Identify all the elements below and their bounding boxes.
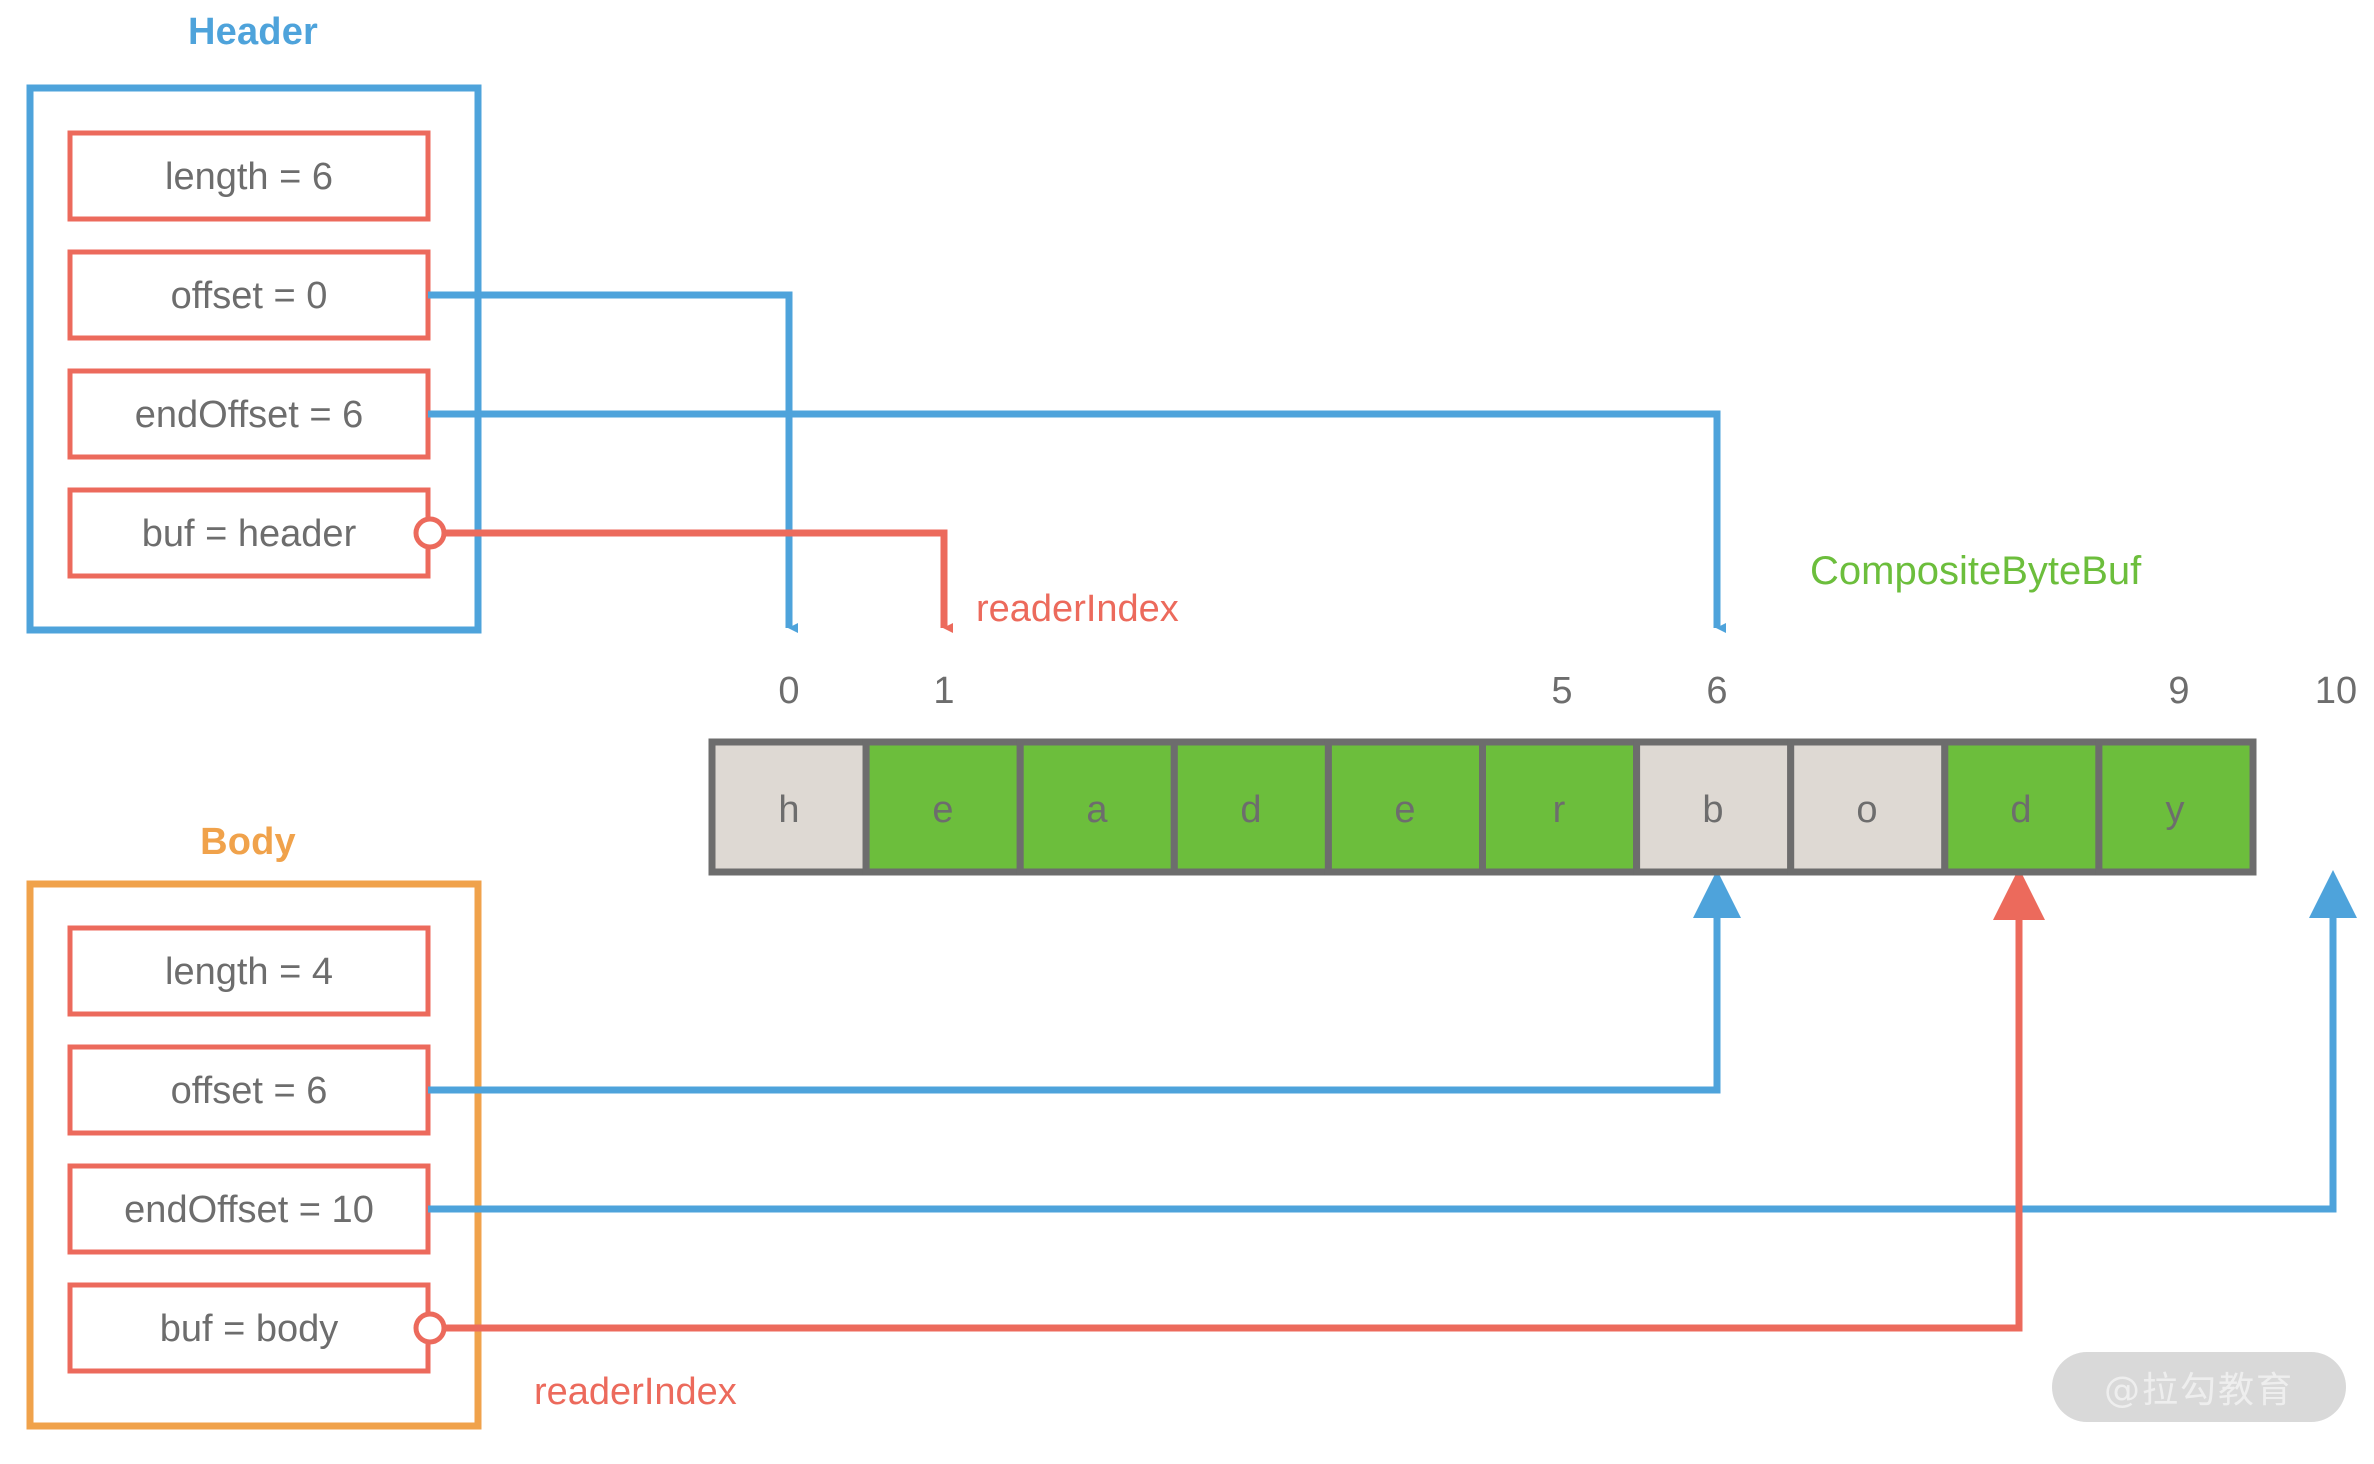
byte-cell-4-char: e	[1394, 789, 1415, 831]
header-field-length: length = 6	[67, 130, 431, 222]
body-field-offset: offset = 6	[67, 1044, 431, 1136]
body-group: Body length = 4 offset = 6 endOffset = 1…	[26, 821, 482, 1430]
body-field-endoffset-label: endOffset = 10	[124, 1189, 374, 1231]
byte-cell[interactable]: h	[708, 738, 870, 876]
header-group-box	[26, 84, 482, 634]
body-group-title: Body	[200, 821, 296, 863]
connector-header-readerindex	[446, 529, 953, 633]
header-field-offset: offset = 0	[67, 249, 431, 341]
connector-header-endoffset	[428, 410, 1726, 633]
connector-body-readerindex-arrowhead	[1993, 868, 2045, 920]
header-field-length-label: length = 6	[165, 156, 333, 198]
connector-body-endoffset	[428, 885, 2337, 1213]
byte-cell[interactable]: e	[1324, 738, 1487, 876]
header-field-endoffset: endOffset = 6	[67, 368, 431, 460]
byte-cell-6-char: b	[1702, 789, 1723, 831]
connector-body-offset-arrowhead	[1693, 870, 1741, 918]
body-field-offset-label: offset = 6	[171, 1070, 328, 1112]
body-field-endoffset: endOffset = 10	[67, 1163, 431, 1255]
index-label-1: 1	[933, 670, 954, 712]
body-field-buf: buf = body	[67, 1282, 447, 1374]
byte-cell-8-char: d	[2010, 789, 2031, 831]
header-group: Header length = 6 offset = 0 endOffset =…	[26, 11, 482, 634]
byte-cell[interactable]: a	[1016, 738, 1178, 876]
byte-cell-0-char: h	[778, 789, 799, 831]
byte-cell-1-box[interactable]	[862, 738, 1024, 876]
byte-cell-7-char: o	[1856, 789, 1877, 831]
byte-cell-3-box[interactable]	[1170, 738, 1332, 876]
connector-body-offset	[428, 885, 1721, 1094]
byte-cell-5-char: r	[1553, 789, 1566, 831]
body-field-length-box	[67, 925, 431, 1017]
byte-cell-8-box[interactable]	[1941, 738, 2103, 876]
header-buf-connector-dot	[413, 516, 447, 550]
byte-cell-9-char: y	[2166, 789, 2185, 831]
byte-cell-2-char: a	[1086, 789, 1108, 831]
connector-body-readerindex	[446, 885, 2023, 1332]
byte-cell[interactable]: b	[1633, 738, 1795, 876]
byte-cell-7-box[interactable]	[1787, 738, 1949, 876]
byte-cell-6-box[interactable]	[1633, 738, 1795, 876]
body-field-buf-box	[67, 1282, 431, 1374]
body-field-length-label: length = 4	[165, 951, 333, 993]
byte-cell[interactable]: d	[1941, 738, 2103, 876]
byte-cell[interactable]: r	[1479, 738, 1641, 876]
body-field-length: length = 4	[67, 925, 431, 1017]
byte-cell-3-char: d	[1240, 789, 1261, 831]
reader-index-bottom-label: readerIndex	[534, 1371, 737, 1413]
byte-cell[interactable]: e	[862, 738, 1024, 876]
byte-cell[interactable]: d	[1170, 738, 1332, 876]
body-buf-connector-dot	[413, 1311, 447, 1345]
byte-buffer-strip: h e a d e r b	[708, 738, 2257, 876]
header-field-endoffset-label: endOffset = 6	[135, 394, 364, 436]
byte-cell-4-box[interactable]	[1324, 738, 1487, 876]
body-field-buf-label: buf = body	[160, 1308, 339, 1350]
index-label-9: 9	[2168, 670, 2189, 712]
byte-cell-1-char: e	[932, 789, 953, 831]
byte-cell[interactable]: o	[1787, 738, 1949, 876]
header-field-buf: buf = header	[67, 487, 447, 579]
byte-cell-9-box[interactable]	[2095, 738, 2257, 876]
byte-cell[interactable]: y	[2095, 738, 2257, 876]
header-field-offset-label: offset = 0	[171, 275, 328, 317]
index-label-0: 0	[778, 670, 799, 712]
header-field-length-box	[67, 130, 431, 222]
body-field-endoffset-box	[67, 1163, 431, 1255]
byte-cell-5-box[interactable]	[1479, 738, 1641, 876]
watermark: @拉勾教育	[2052, 1352, 2346, 1422]
index-label-6: 6	[1706, 670, 1727, 712]
watermark-text: @拉勾教育	[2103, 1370, 2294, 1411]
index-label-5: 5	[1551, 670, 1572, 712]
index-label-10: 10	[2315, 670, 2357, 712]
reader-index-top-label: readerIndex	[976, 588, 1179, 630]
header-field-buf-label: buf = header	[142, 513, 357, 555]
composite-bytebuf-title: CompositeByteBuf	[1810, 549, 2142, 593]
header-group-title: Header	[188, 11, 318, 53]
body-group-box	[26, 880, 482, 1430]
connector-header-offset	[428, 291, 798, 633]
header-field-buf-box	[67, 487, 431, 579]
connector-body-endoffset-arrowhead	[2309, 870, 2357, 918]
header-field-offset-box	[67, 249, 431, 341]
